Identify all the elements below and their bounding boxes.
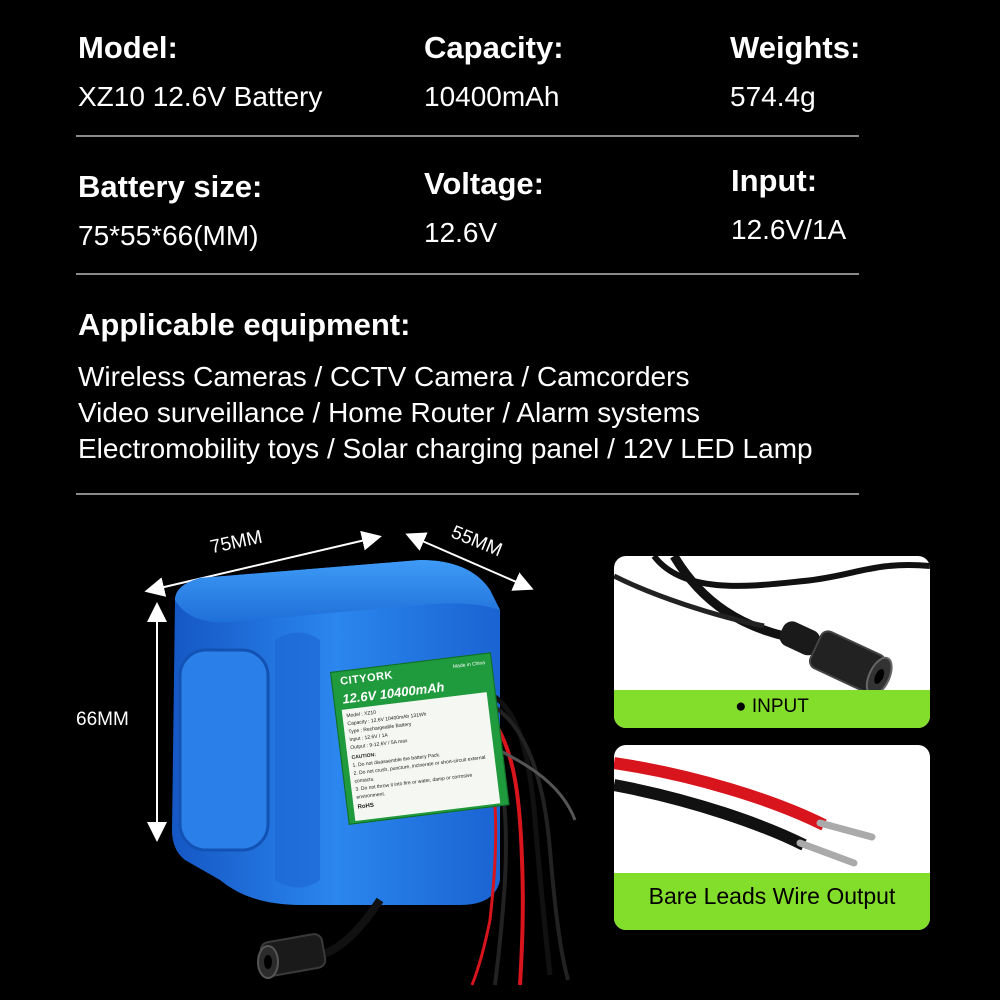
spec-value: 10400mAh: [424, 81, 560, 112]
equipment-line: Video surveillance / Home Router / Alarm…: [78, 397, 700, 428]
spec-label: Capacity:: [424, 30, 564, 65]
divider: [76, 273, 859, 275]
output-band: [614, 873, 930, 930]
bare-leads-icon: [614, 757, 876, 867]
spec-input: Input: 12.6V/1A: [731, 163, 846, 247]
equipment-line: Wireless Cameras / CCTV Camera / Camcord…: [78, 361, 690, 392]
spec-voltage: Voltage: 12.6V: [424, 166, 544, 250]
input-label: ● INPUT: [735, 696, 809, 717]
dc-jack-icon: [614, 556, 930, 697]
spec-weights: Weights: 574.4g: [730, 30, 860, 114]
spec-value: XZ10 12.6V Battery: [78, 81, 323, 112]
divider: [76, 135, 859, 137]
input-card: ● INPUT: [614, 556, 930, 728]
battery-illustration: [144, 530, 577, 986]
spec-value: 574.4g: [730, 81, 816, 112]
spec-model: Model: XZ10 12.6V Battery: [78, 30, 322, 114]
equipment-line: Electromobility toys / Solar charging pa…: [78, 433, 813, 464]
sticker-details: Model : XZ10 Capacity : 12.6V 10400mAh 1…: [341, 692, 501, 822]
spec-value: 75*55*66(MM): [78, 220, 259, 251]
spec-capacity: Capacity: 10400mAh: [424, 30, 564, 114]
height-dimension: 66MM: [76, 709, 129, 730]
spec-label: Model:: [78, 30, 178, 65]
depth-arrow: [405, 532, 534, 591]
spec-value: 12.6V/1A: [731, 214, 847, 245]
spec-label: Weights:: [730, 30, 861, 65]
output-label: Bare Leads Wire Output: [648, 883, 896, 909]
divider: [76, 493, 859, 495]
spec-value: 12.6V: [424, 217, 498, 248]
spec-label: Input:: [731, 163, 818, 198]
spec-label: Battery size:: [78, 169, 263, 204]
output-card: Bare Leads Wire Output: [614, 745, 930, 930]
spec-battery-size: Battery size: 75*55*66(MM): [78, 169, 262, 253]
input-band: [614, 690, 930, 728]
spec-label: Voltage:: [424, 166, 544, 201]
made-in-text: Made in China: [452, 660, 486, 670]
battery-sticker: CITYORK Made in China 12.6V 10400mAh Mod…: [330, 652, 510, 825]
equipment-title: Applicable equipment:: [78, 307, 411, 342]
brand-logo: CITYORK: [339, 669, 394, 688]
